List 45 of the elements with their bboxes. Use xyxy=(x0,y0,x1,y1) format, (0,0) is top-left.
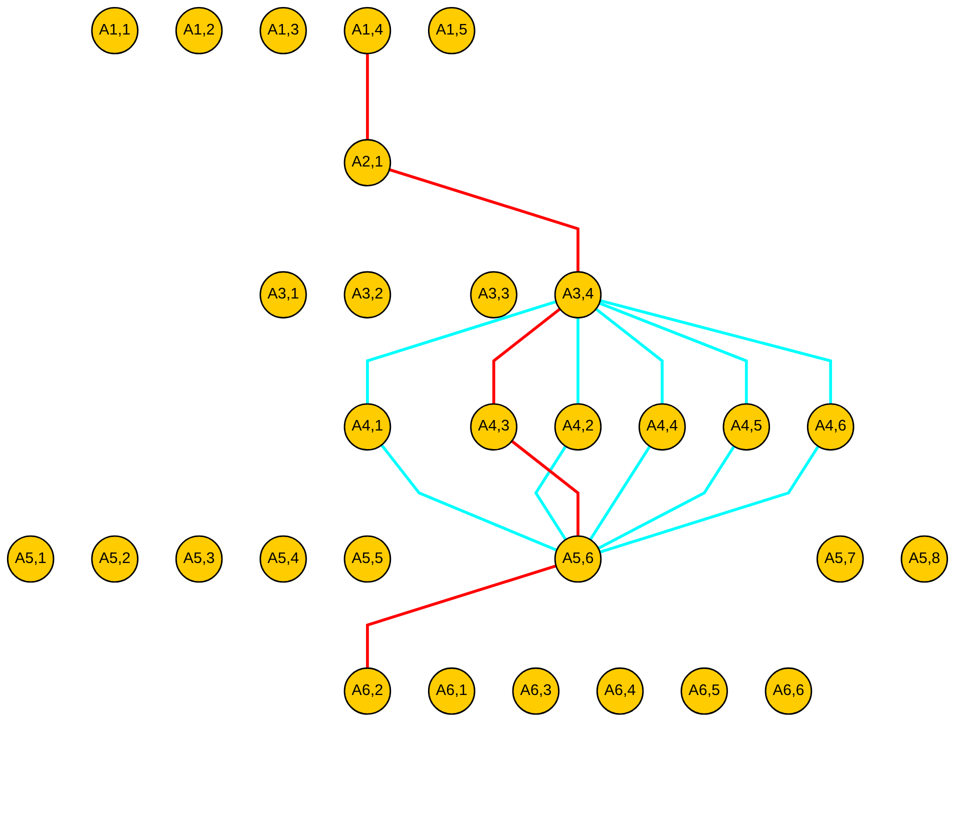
node-circle: A5,2 xyxy=(91,535,138,583)
node-circle: A3,4 xyxy=(554,271,602,318)
node-circle: A1,4 xyxy=(344,6,392,54)
connector xyxy=(366,300,556,404)
node-circle: A4,1 xyxy=(344,403,392,451)
connector xyxy=(595,308,664,404)
node-circle: A1,5 xyxy=(428,6,476,54)
node-circle: A5,5 xyxy=(344,535,392,583)
connector xyxy=(589,445,652,540)
node-circle: A6,1 xyxy=(428,667,476,715)
node-circle: A6,4 xyxy=(596,667,644,715)
node-circle: A5,7 xyxy=(816,535,864,583)
node-circle: A1,1 xyxy=(91,6,138,54)
connector xyxy=(600,299,832,404)
node-circle: A3,2 xyxy=(344,271,392,318)
node-circle: A4,6 xyxy=(806,403,854,451)
node-circle: A6,6 xyxy=(764,667,812,715)
connector xyxy=(598,445,736,550)
node-circle: A6,2 xyxy=(344,667,392,715)
connector xyxy=(366,564,556,668)
node-circle: A5,3 xyxy=(175,535,223,583)
node-circle: A3,3 xyxy=(470,271,518,318)
node-circle: A6,3 xyxy=(512,667,560,715)
node-circle: A4,5 xyxy=(722,403,770,451)
node-circle: A1,3 xyxy=(260,6,307,54)
connector xyxy=(534,445,567,540)
node-circle: A2,1 xyxy=(344,139,392,186)
connector xyxy=(366,54,369,140)
connector xyxy=(599,445,820,554)
node-circle: A6,5 xyxy=(680,667,728,715)
connector xyxy=(380,444,558,552)
node-circle: A5,6 xyxy=(554,535,602,583)
connector xyxy=(492,308,561,404)
node-circle: A3,1 xyxy=(260,271,307,318)
connector xyxy=(576,318,580,404)
node-circle: A5,4 xyxy=(260,535,307,583)
node-circle: A4,4 xyxy=(638,403,686,451)
connector xyxy=(388,168,580,272)
connector xyxy=(510,440,580,536)
node-circle: A4,3 xyxy=(470,403,518,451)
node-circle: A1,2 xyxy=(175,6,223,54)
node-circle: A4,2 xyxy=(554,403,602,451)
node-circle: A5,1 xyxy=(6,535,54,583)
connector xyxy=(598,302,748,404)
node-circle: A5,8 xyxy=(900,535,948,583)
